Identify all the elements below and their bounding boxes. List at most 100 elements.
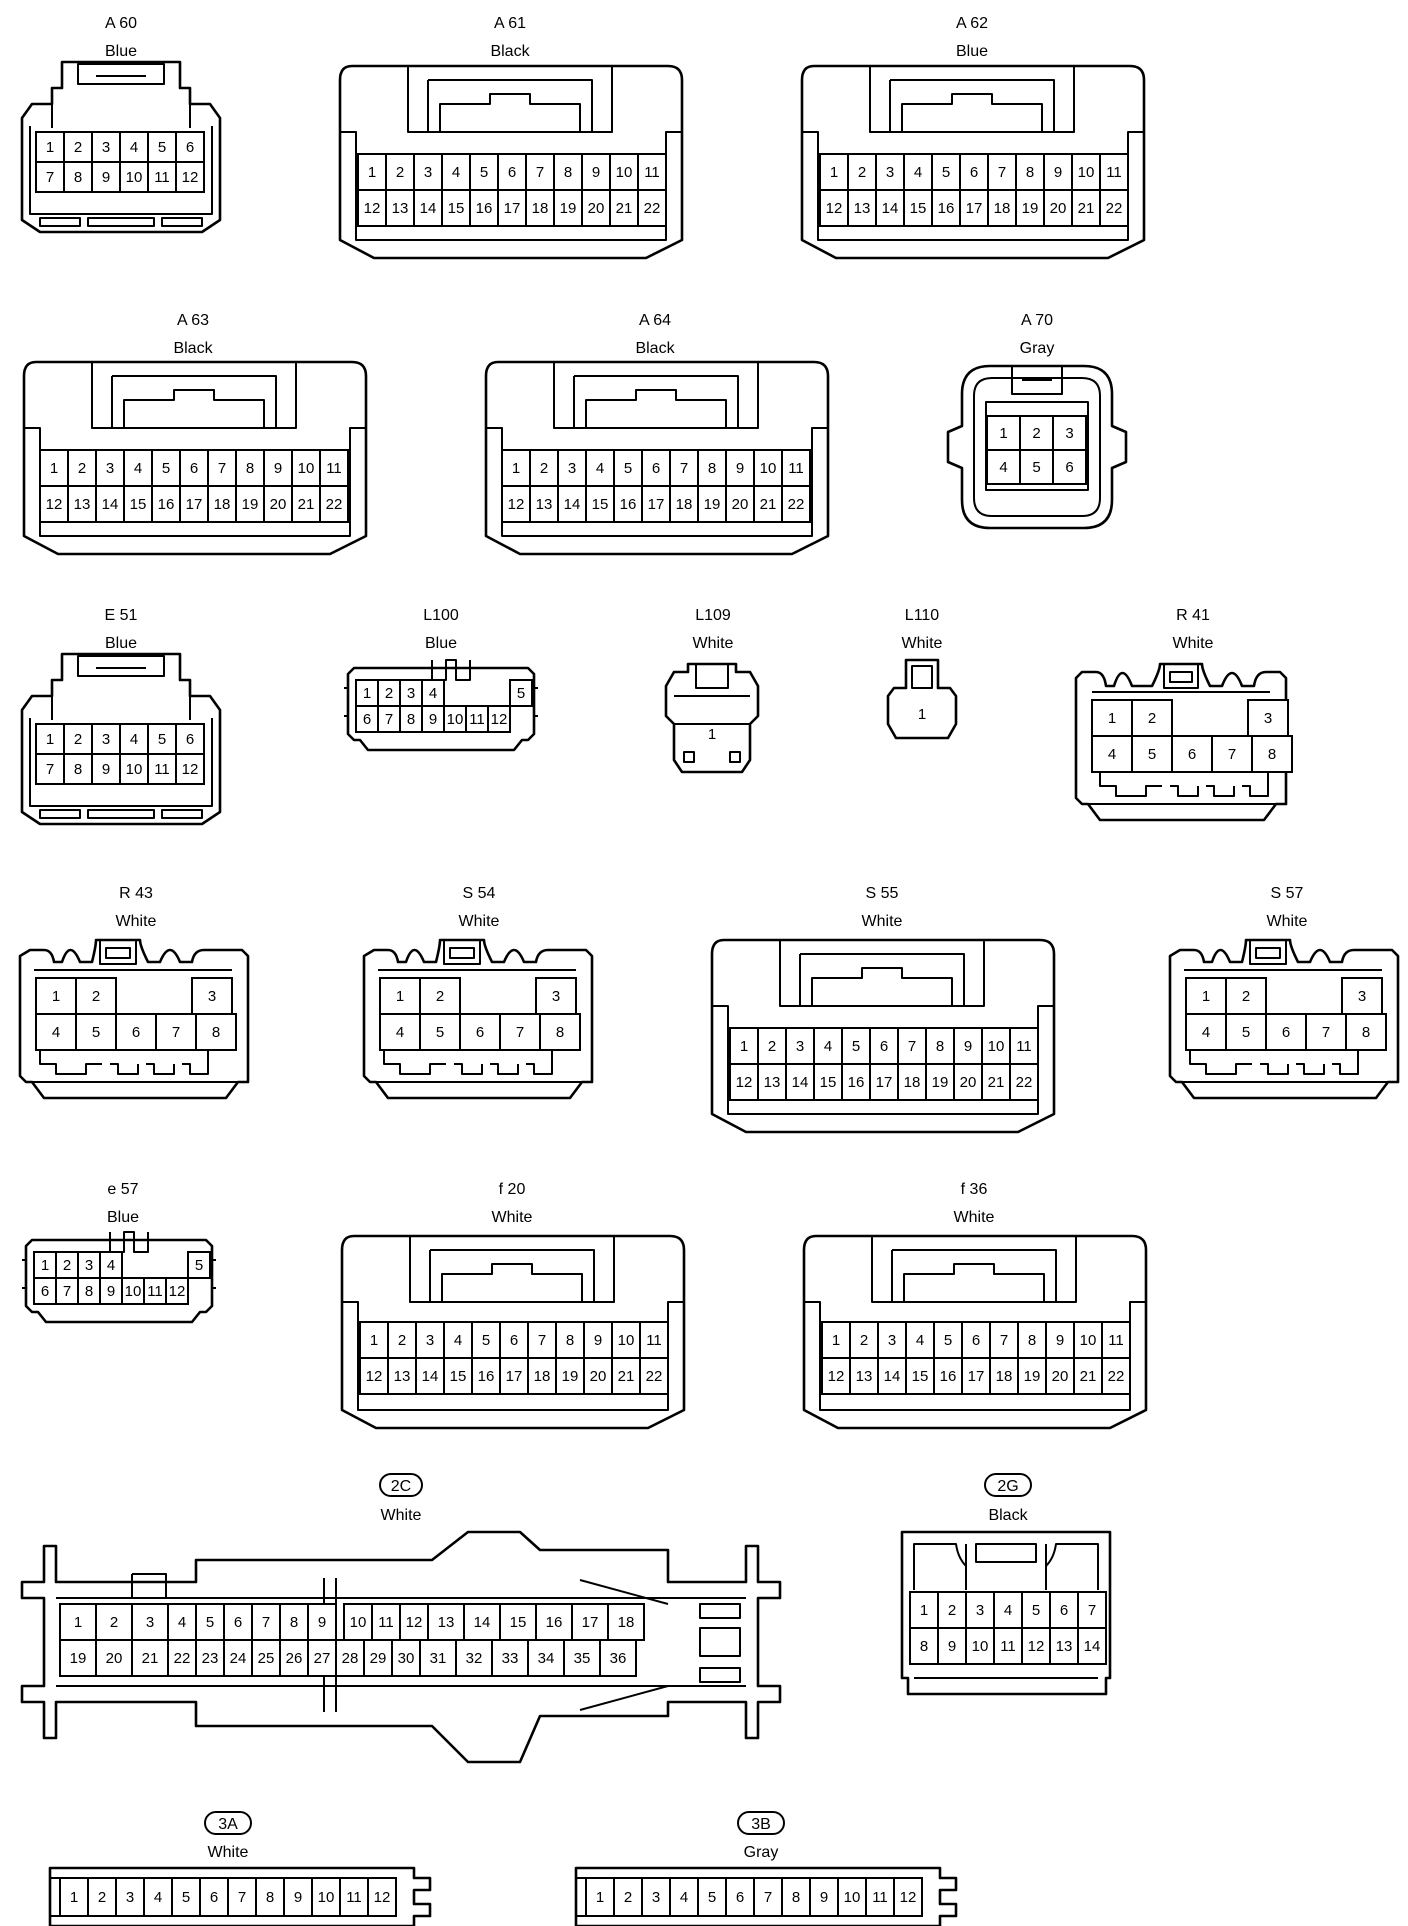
pin-number: 15 <box>910 200 927 217</box>
pin-number: 10 <box>1078 164 1095 181</box>
pin-number: 4 <box>130 139 138 156</box>
connector-color: White <box>954 1209 995 1226</box>
pin-cell <box>893 1877 923 1917</box>
connector-color: White <box>492 1209 533 1226</box>
pin-cell <box>905 1357 935 1395</box>
pin-cell <box>223 1639 253 1677</box>
pin-number: 16 <box>476 200 493 217</box>
pin-number: 14 <box>884 1368 901 1385</box>
pin-number: 17 <box>968 1368 985 1385</box>
pin-cell <box>1043 189 1073 227</box>
pin-number: 6 <box>1065 459 1073 476</box>
pin-number: 11 <box>326 460 342 477</box>
connector-color: White <box>1267 913 1308 930</box>
pin-number: 16 <box>620 496 637 513</box>
pin-cell <box>527 1357 557 1395</box>
pin-number: 6 <box>132 1024 140 1041</box>
pin-cell <box>165 1277 189 1305</box>
pin-cell <box>781 485 811 523</box>
connector-housing <box>800 64 1146 260</box>
pin-cell <box>1021 1627 1051 1665</box>
pin-cell <box>641 485 671 523</box>
pin-number: 5 <box>482 1332 490 1349</box>
pin-number: 10 <box>350 1614 367 1631</box>
pin-number: 19 <box>560 200 577 217</box>
pin-number: 22 <box>644 200 661 217</box>
pin-number: 18 <box>676 496 693 513</box>
pin-number: 4 <box>1108 746 1116 763</box>
pin-number: 20 <box>732 496 749 513</box>
pin-number: 3 <box>568 460 576 477</box>
pin-number: 2 <box>78 460 86 477</box>
pin-number: 17 <box>504 200 521 217</box>
pin-number: 7 <box>764 1889 772 1906</box>
pin-cell <box>443 1357 473 1395</box>
pin-cell <box>1247 699 1289 737</box>
connector-code: 2G <box>997 1478 1018 1495</box>
pin-cell <box>1052 449 1087 485</box>
pin-cell <box>583 1357 613 1395</box>
pin-number: 6 <box>1282 1024 1290 1041</box>
pin-number: 18 <box>994 200 1011 217</box>
pin-number: 3 <box>652 1889 660 1906</box>
pin-number: 8 <box>246 460 254 477</box>
pin-number: 1 <box>999 425 1007 442</box>
pin-cell <box>307 1603 337 1641</box>
pin-cell <box>1019 449 1054 485</box>
pin-number: 3 <box>102 731 110 748</box>
pin-number: 20 <box>106 1650 123 1667</box>
pin-number: 1 <box>46 139 54 156</box>
connector-code: R 41 <box>1176 607 1210 624</box>
pin-cell <box>583 1321 613 1359</box>
pin-cell <box>335 1639 365 1677</box>
pin-cell <box>847 153 877 191</box>
connector-color: White <box>902 635 943 652</box>
pin-number: 20 <box>270 496 287 513</box>
connector-color: White <box>381 1507 422 1524</box>
pin-number: 1 <box>70 1889 78 1906</box>
pin-number: 10 <box>972 1638 989 1655</box>
pin-number: 11 <box>1108 1332 1124 1349</box>
pin-number: 9 <box>294 1889 302 1906</box>
pin-cell <box>1101 1357 1131 1395</box>
pin-number: 2 <box>540 460 548 477</box>
connector-color: Black <box>173 340 213 357</box>
pin-grid: 1 <box>918 706 926 723</box>
pin-number: 6 <box>510 1332 518 1349</box>
pin-cell <box>571 1603 609 1641</box>
connector-housing <box>1168 938 1400 1100</box>
connector-color: Blue <box>105 43 137 60</box>
pin-number: 8 <box>266 1889 274 1906</box>
pin-number: 4 <box>454 1332 462 1349</box>
pin-cell <box>987 153 1017 191</box>
pin-number: 7 <box>998 164 1006 181</box>
pin-cell <box>379 1013 421 1051</box>
pin-number: 5 <box>1242 1024 1250 1041</box>
pin-number: 1 <box>918 706 926 723</box>
pin-cell <box>497 189 527 227</box>
pin-number: 3 <box>85 1257 93 1274</box>
pin-cell <box>961 1357 991 1395</box>
pin-number: 9 <box>1056 1332 1064 1349</box>
connector-housing <box>20 60 222 234</box>
pin-cell <box>91 161 121 193</box>
pin-number: 2 <box>110 1614 118 1631</box>
pin-number: 10 <box>447 711 464 728</box>
pin-cell <box>849 1321 879 1359</box>
pin-number: 2 <box>624 1889 632 1906</box>
pin-number: 20 <box>590 1368 607 1385</box>
pin-number: 13 <box>392 200 409 217</box>
